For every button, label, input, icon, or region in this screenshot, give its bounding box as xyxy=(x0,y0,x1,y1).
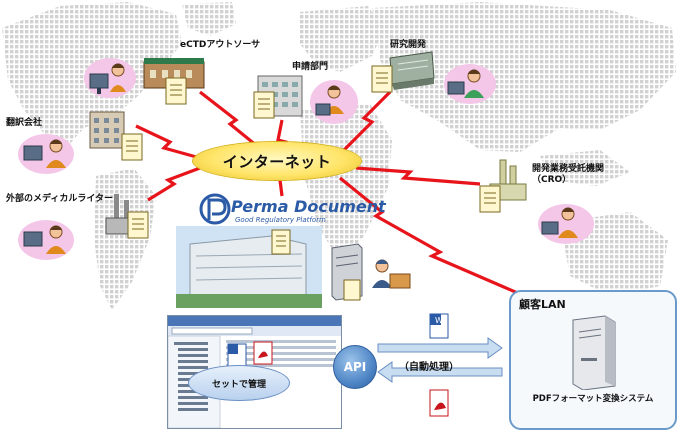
brand-name: Perma Document xyxy=(231,197,386,216)
person-at-pc-icon xyxy=(89,63,126,94)
pdf-file-icon xyxy=(429,389,449,417)
label-cro-line1: 開発業務受託機関 xyxy=(532,164,605,174)
datacenter-building-icon xyxy=(176,235,322,308)
translation-company-node xyxy=(18,111,143,174)
word-file-icon xyxy=(227,343,247,367)
document-icon xyxy=(127,211,149,239)
auto-processing-label: （自動処理） xyxy=(399,362,459,373)
person-at-pc-icon xyxy=(23,225,66,254)
document-icon xyxy=(371,65,393,93)
link-ectd xyxy=(199,90,264,152)
link-writer xyxy=(147,166,201,202)
internet-hub-label: インターネット xyxy=(222,152,332,171)
link-lan xyxy=(338,176,521,296)
label-translation-company: 翻訳会社 xyxy=(6,118,43,128)
document-icon xyxy=(121,133,143,161)
person-at-pc-icon xyxy=(541,207,578,238)
document-icon xyxy=(253,91,275,119)
document-icon xyxy=(165,77,187,105)
label-medical-writer: 外部のメディカルライター xyxy=(6,194,114,204)
link-honyaku xyxy=(135,124,201,160)
label-cro: 開発業務受託機関 （CRO） xyxy=(532,164,604,186)
person-at-pc-icon xyxy=(315,85,344,116)
cro-node xyxy=(479,159,594,244)
api-badge: API xyxy=(333,345,377,389)
link-kenkyu xyxy=(342,90,392,152)
label-ectd-outsourcer: eCTDアウトソーサ xyxy=(180,40,261,50)
link-dc xyxy=(278,179,284,197)
medical-writer-node xyxy=(18,194,149,260)
person-at-pc-icon xyxy=(23,139,66,168)
pdf-conversion-system-label: PDFフォーマット変換システム xyxy=(532,394,654,404)
application-dept-node xyxy=(253,75,358,124)
lab-building-icon xyxy=(389,51,435,90)
arrow-right-icon xyxy=(377,337,503,359)
person-at-pc-icon xyxy=(447,69,484,98)
ectd-outsourcer-node xyxy=(84,58,205,105)
research-dev-node xyxy=(371,51,496,104)
internet-hub: インターネット xyxy=(193,142,361,180)
document-icon xyxy=(271,229,291,255)
datacenter-illustration xyxy=(176,226,411,308)
document-icon xyxy=(479,185,501,213)
office-building-icon xyxy=(89,111,125,149)
api-label: API xyxy=(343,360,367,374)
arrow-left-icon xyxy=(377,361,503,383)
link-cro xyxy=(355,166,481,186)
word-file-icon: W xyxy=(429,313,449,339)
brand-tagline: Good Regulatory Platform xyxy=(235,216,326,224)
document-icon xyxy=(343,279,361,301)
customer-lan-title: 顧客LAN xyxy=(519,298,566,311)
factory-icon xyxy=(143,58,205,89)
pdf-file-icon xyxy=(253,341,273,365)
label-cro-line2: （CRO） xyxy=(532,175,572,185)
operator-icon xyxy=(372,259,411,289)
pdf-server-icon xyxy=(572,315,616,390)
label-application-dept: 申請部門 xyxy=(292,62,329,72)
set-management-label: セットで管理 xyxy=(211,379,266,390)
api-arrows xyxy=(377,337,503,383)
svg-text:W: W xyxy=(435,316,443,325)
label-research-dev: 研究開発 xyxy=(390,40,427,50)
customer-lan-box: 顧客LAN PDFフォーマット変換システム xyxy=(509,290,677,430)
perma-document-logo-icon xyxy=(199,193,231,225)
set-management-badge: セットで管理 xyxy=(188,365,290,401)
